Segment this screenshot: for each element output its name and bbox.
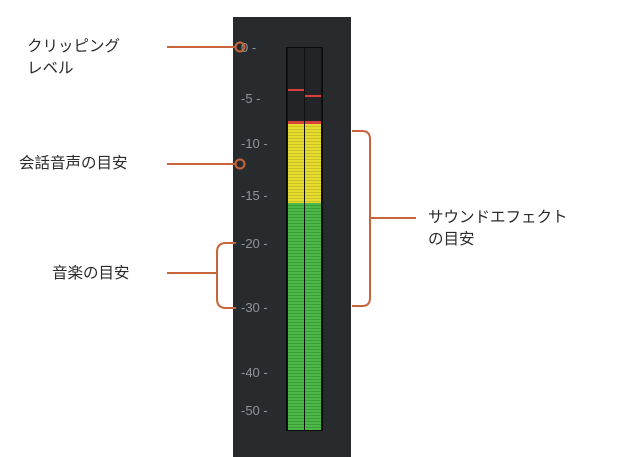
- tick-minus40db: -40 -: [241, 365, 268, 380]
- meter-bar-right: [305, 48, 321, 430]
- tick-0db: 0 -: [241, 40, 257, 55]
- meter-green-segment: [305, 203, 321, 430]
- meter-green-segment: [288, 203, 304, 430]
- meter-yellow-segment: [288, 124, 304, 203]
- tick-minus50db: -50 -: [241, 403, 268, 418]
- music-guide-label: 音楽の目安: [52, 264, 130, 282]
- clipping-level-label: クリッピング レベル: [27, 37, 121, 77]
- tick-minus20db: -20 -: [241, 236, 268, 251]
- peak-hold-marker-left: [288, 89, 304, 92]
- meter-empty-segment: [305, 48, 321, 121]
- meter-empty-segment: [288, 48, 304, 121]
- tick-minus15db: -15 -: [241, 188, 268, 203]
- tick-minus10db: -10 -: [241, 136, 268, 151]
- meter-bar-left: [288, 48, 304, 430]
- meter-red-segment: [305, 120, 321, 124]
- sfx-range-bracket: [352, 130, 371, 307]
- meter-red-segment: [288, 120, 304, 124]
- dialogue-guide-label: 会話音声の目安: [19, 154, 128, 172]
- music-range-bracket: [216, 242, 236, 309]
- tick-minus5db: -5 -: [241, 91, 261, 106]
- tick-minus30db: -30 -: [241, 300, 268, 315]
- clipping-callout-dot: [234, 41, 246, 53]
- dialogue-callout-dot: [234, 158, 246, 170]
- peak-hold-marker-right: [305, 94, 321, 97]
- sfx-guide-label: サウンドエフェクト の目安: [428, 208, 568, 248]
- meter-yellow-segment: [305, 124, 321, 203]
